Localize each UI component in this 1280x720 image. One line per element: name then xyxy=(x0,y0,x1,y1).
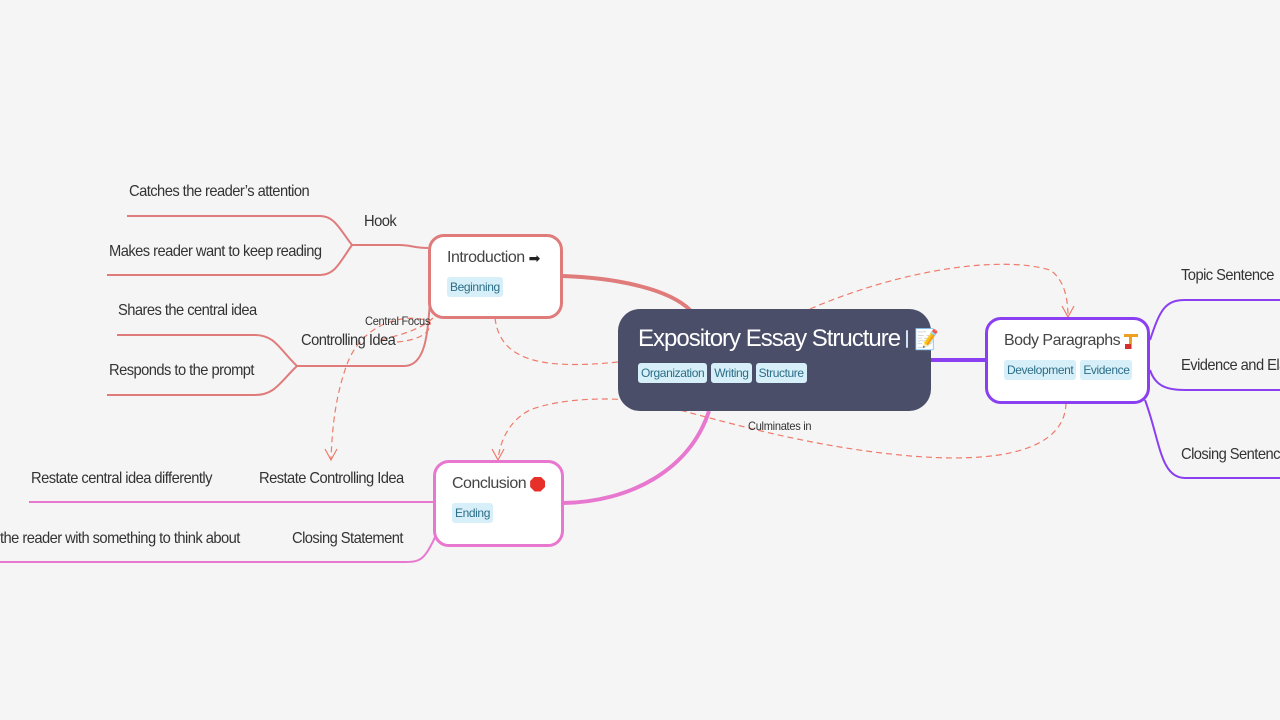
tag-ending[interactable]: Ending xyxy=(452,503,493,523)
memo-icon: 📝 xyxy=(914,328,939,351)
body-child-2-line xyxy=(1149,369,1280,391)
conclusion-title-row: Conclusion xyxy=(452,475,545,493)
subtopic-restate-controlling-idea[interactable]: Restate Controlling Idea xyxy=(259,470,404,487)
introduction-node[interactable]: Introduction ➡ Beginning xyxy=(428,234,563,319)
relation-intro-central xyxy=(494,317,619,366)
leaf-responds-prompt[interactable]: Responds to the prompt xyxy=(109,362,255,379)
right-arrow-icon: ➡ xyxy=(528,249,541,266)
central-topic-title: Expository Essay Structure xyxy=(638,325,901,352)
leaf-something-to-think-about[interactable]: the reader with something to think about xyxy=(0,530,240,547)
body-title-row: Body Paragraphs xyxy=(1004,332,1138,350)
subtopic-evidence-elaboration[interactable]: Evidence and Ela xyxy=(1181,357,1280,374)
conclusion-node[interactable]: Conclusion Ending xyxy=(433,460,564,547)
subtopic-controlling-idea[interactable]: Controlling Idea xyxy=(301,332,396,349)
tag-development[interactable]: Development xyxy=(1004,360,1077,380)
body-tags: Development Evidence xyxy=(1004,360,1133,380)
central-topic-node[interactable]: Expository Essay Structure 📝 Organizatio… xyxy=(618,309,939,411)
conclusion-tags: Ending xyxy=(452,503,545,523)
tag-evidence[interactable]: Evidence xyxy=(1080,360,1133,380)
hook-child-2-line xyxy=(107,244,353,276)
ctrl-connector xyxy=(297,299,431,367)
relation-body-conclusion xyxy=(497,398,1067,461)
body-paragraphs-title: Body Paragraphs xyxy=(1004,332,1121,349)
relation-controlling-restate xyxy=(330,317,434,461)
arrowhead-conclusion xyxy=(491,448,505,462)
tag-structure[interactable]: Structure xyxy=(755,363,807,383)
stop-sign-icon xyxy=(530,476,545,492)
introduction-title-row: Introduction ➡ xyxy=(447,249,544,267)
central-tags: Organization Writing Structure xyxy=(638,363,911,383)
introduction-title: Introduction xyxy=(447,249,525,266)
concl-child-2-line xyxy=(0,534,437,563)
subtopic-closing-sentence[interactable]: Closing Sentence xyxy=(1181,446,1280,463)
introduction-tags: Beginning xyxy=(447,277,544,297)
body-paragraphs-node[interactable]: Body Paragraphs Development Evidence xyxy=(985,317,1150,404)
leaf-shares-central-idea[interactable]: Shares the central idea xyxy=(118,302,257,319)
hook-connector xyxy=(352,244,429,249)
ctrl-child-1-line xyxy=(117,334,298,367)
subtopic-topic-sentence[interactable]: Topic Sentence xyxy=(1181,267,1274,284)
hook-child-1-line xyxy=(127,215,353,246)
central-topic-title-row: Expository Essay Structure 📝 xyxy=(638,325,939,353)
conclusion-title: Conclusion xyxy=(452,475,527,492)
relationship-label-culminates-in[interactable]: Culminates in xyxy=(748,419,812,433)
body-child-1-line xyxy=(1149,299,1280,341)
relation-central-body xyxy=(809,263,1069,318)
tag-beginning[interactable]: Beginning xyxy=(447,277,503,297)
leaf-catches-attention[interactable]: Catches the reader’s attention xyxy=(129,183,310,200)
branch-introduction xyxy=(562,274,692,312)
branch-conclusion xyxy=(562,410,711,505)
subtopic-hook[interactable]: Hook xyxy=(364,213,397,230)
subtopic-closing-statement[interactable]: Closing Statement xyxy=(292,530,403,547)
body-child-3-line xyxy=(1144,399,1280,479)
leaf-keep-reading[interactable]: Makes reader want to keep reading xyxy=(109,243,322,260)
leaf-restate-differently[interactable]: Restate central idea differently xyxy=(31,470,212,487)
ctrl-child-2-line xyxy=(107,365,298,396)
tag-writing[interactable]: Writing xyxy=(711,363,752,383)
arrowhead-restate xyxy=(324,448,338,462)
tag-organization[interactable]: Organization xyxy=(638,363,708,383)
world-map-icon xyxy=(906,330,909,348)
relationship-label-central-focus[interactable]: Central Focus xyxy=(365,314,431,328)
construction-crane-icon xyxy=(1124,333,1138,349)
